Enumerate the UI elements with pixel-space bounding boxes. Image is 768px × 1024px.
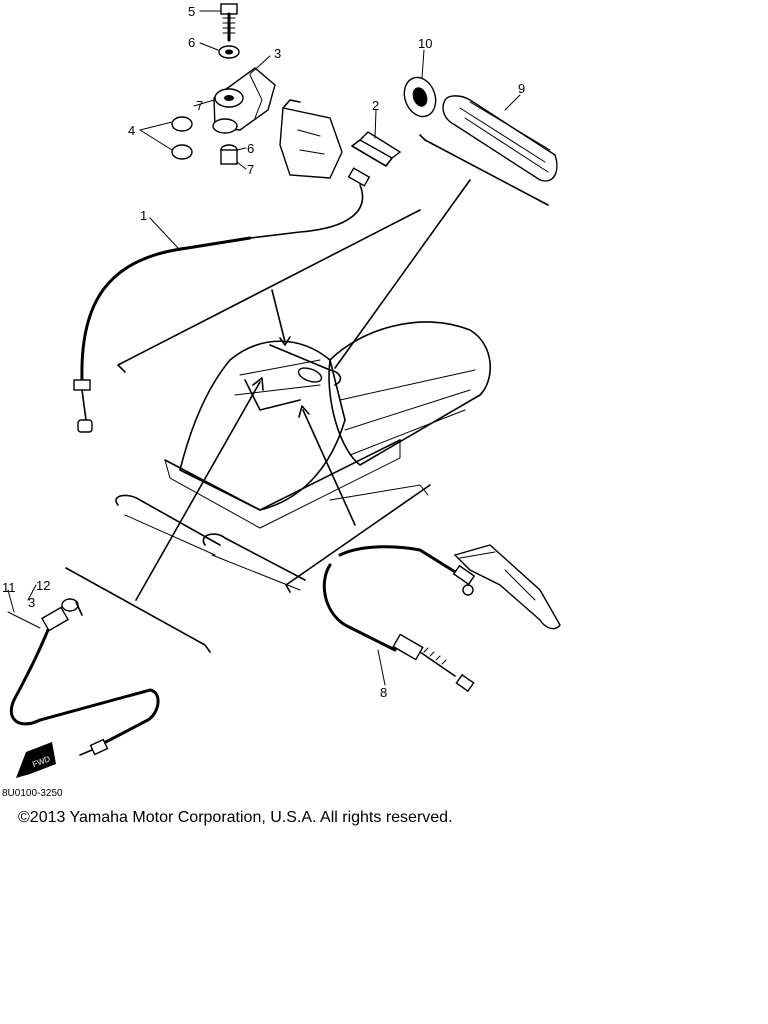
callout-2: 2 [372,98,379,113]
group-bracket-grip [419,134,549,206]
callout-9: 9 [518,81,525,96]
group-bracket-kill-switch [65,567,211,653]
callout-labels: 5 6 3 4 7 6 7 2 1 10 9 11 12 3 8 [2,4,525,700]
callout-7: 7 [196,98,203,113]
callout-11: 11 [2,580,16,595]
throttle-lever-assembly [171,3,402,187]
callout-1: 1 [140,208,147,223]
fwd-arrow-icon: FWD [16,742,56,778]
callout-3: 3 [274,46,281,61]
parts-diagram: FWD 5 6 3 4 7 6 7 2 1 10 9 11 12 3 8 [2,3,561,778]
callout-7-lower: 7 [247,162,254,177]
copyright-notice: ©2013 Yamaha Motor Corporation, U.S.A. A… [18,809,453,826]
callout-4: 4 [128,123,135,138]
kill-switch-cable [7,584,160,756]
brake-cable-assembly [322,544,561,693]
leader-lines-top-left [139,10,377,170]
drawing-code: 8U0100-3250 [2,788,63,799]
callout-8: 8 [380,685,387,700]
grip-assembly [403,49,558,182]
callout-12: 12 [36,578,50,593]
group-bracket-brake [285,484,431,593]
callout-6: 6 [188,35,195,50]
callout-3-lower: 3 [28,595,35,610]
group-bracket-throttle [117,209,421,373]
callout-5: 5 [188,4,195,19]
throttle-cable [73,184,364,433]
snowmobile-body [115,321,491,591]
callout-6-lower: 6 [247,141,254,156]
callout-10: 10 [418,36,432,51]
